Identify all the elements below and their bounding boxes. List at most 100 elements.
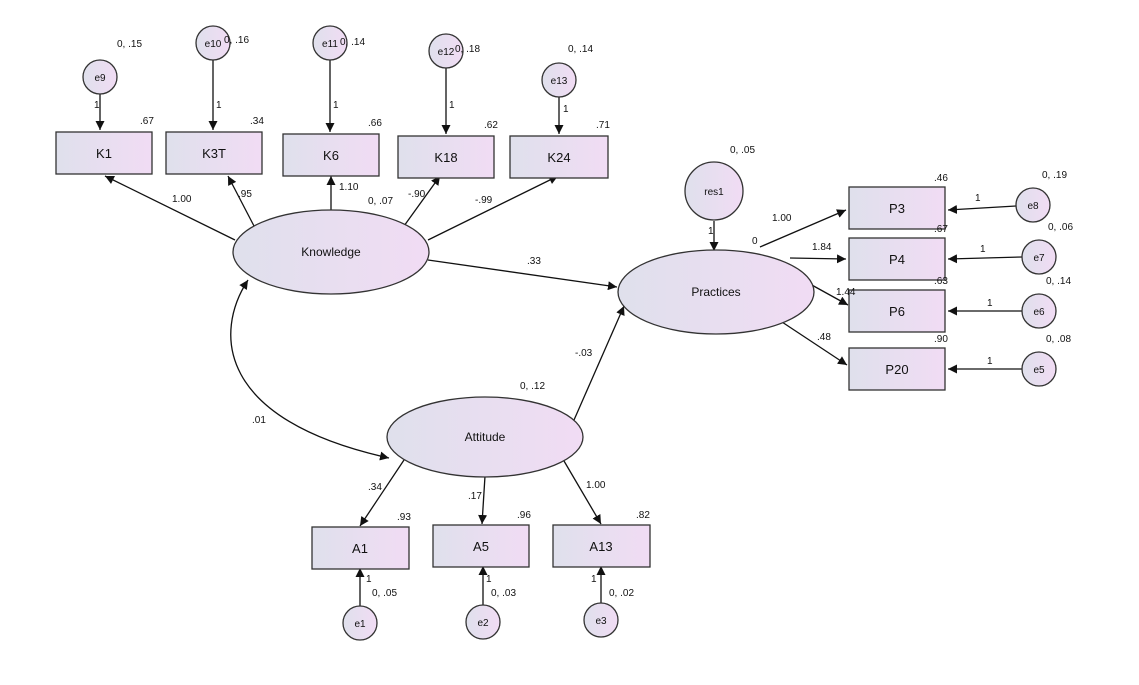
error-variance-e13: 0, .14 — [568, 44, 593, 55]
residual-node-res1[interactable] — [684, 161, 744, 221]
loading-a13: 1.00 — [586, 480, 606, 491]
error-node-e13[interactable] — [541, 62, 577, 98]
indicator-box-p6[interactable] — [848, 289, 946, 333]
error-path-e1: 1 — [366, 574, 372, 585]
error-node-e7[interactable] — [1021, 239, 1057, 275]
error-path-e8: 1 — [975, 193, 981, 204]
loading-k18: -.90 — [408, 189, 426, 200]
edge-e7-p4 — [947, 254, 1023, 264]
variance-attitude: 0, .12 — [520, 381, 545, 392]
variance-res1: 0, .05 — [730, 145, 755, 156]
error-label-e8: e8 — [1027, 201, 1039, 212]
error-variance-e6: 0, .14 — [1046, 276, 1071, 287]
indicator-box-k3t[interactable] — [165, 131, 263, 175]
edge-practices-p6 — [809, 283, 849, 306]
loading-p6: 1.44 — [836, 287, 856, 298]
indicator-box-a13[interactable] — [552, 524, 651, 568]
error-label-e5: e5 — [1033, 365, 1045, 376]
indicator-label-k18: K18 — [434, 150, 457, 165]
edge-knowledge-k1 — [104, 175, 236, 241]
error-path-e5: 1 — [987, 356, 993, 367]
edge-practices-p3 — [759, 209, 847, 248]
path-knowledge-practices: .33 — [527, 256, 541, 267]
indicator-box-p4[interactable] — [848, 237, 946, 281]
error-variance-e11: 0, .14 — [340, 37, 365, 48]
path-attitude-practices: -.03 — [575, 348, 593, 359]
error-variance-e10: 0, .16 — [224, 35, 249, 46]
indicator-box-k18[interactable] — [397, 135, 495, 179]
indicator-box-a5[interactable] — [432, 524, 530, 568]
error-label-e2: e2 — [477, 618, 489, 629]
error-path-e13: 1 — [563, 104, 569, 115]
latent-practices[interactable] — [617, 249, 815, 335]
r2-a13: .82 — [636, 510, 650, 521]
error-path-e10: 1 — [216, 100, 222, 111]
loading-k24: -.99 — [475, 195, 493, 206]
error-path-e12: 1 — [449, 100, 455, 111]
error-node-e6[interactable] — [1021, 293, 1057, 329]
error-variance-e7: 0, .06 — [1048, 222, 1073, 233]
loading-a5: .17 — [468, 491, 482, 502]
edge-knowledge-practices — [427, 259, 618, 291]
edge-cov-knowledge-attitude — [230, 279, 390, 461]
indicator-box-p3[interactable] — [848, 186, 946, 230]
indicator-box-p20[interactable] — [848, 347, 946, 391]
error-path-e7: 1 — [980, 244, 986, 255]
error-node-e5[interactable] — [1021, 351, 1057, 387]
error-label-e9: e9 — [94, 73, 106, 84]
indicator-label-k6: K6 — [323, 148, 339, 163]
error-node-e9[interactable] — [82, 59, 118, 95]
error-path-e3: 1 — [591, 574, 597, 585]
error-label-e11: e11 — [322, 39, 338, 50]
error-path-e11: 1 — [333, 100, 339, 111]
latent-label-knowledge: Knowledge — [301, 245, 361, 259]
indicator-box-k1[interactable] — [55, 131, 153, 175]
loading-p4: 1.84 — [812, 242, 832, 253]
indicator-box-k24[interactable] — [509, 135, 609, 179]
error-path-e2: 1 — [486, 574, 492, 585]
edge-practices-p20 — [781, 321, 848, 366]
error-label-e7: e7 — [1033, 253, 1045, 264]
indicator-label-a5: A5 — [473, 539, 489, 554]
latent-attitude[interactable] — [386, 396, 584, 478]
latent-knowledge[interactable] — [232, 209, 430, 295]
indicator-label-p3: P3 — [889, 201, 905, 216]
error-variance-e9: 0, .15 — [117, 39, 142, 50]
r2-p4: .67 — [934, 224, 948, 235]
loading-k6: 1.10 — [339, 182, 359, 193]
error-label-e3: e3 — [595, 616, 607, 627]
latent-label-practices: Practices — [691, 285, 740, 299]
covariance-knowledge-attitude: .01 — [252, 415, 266, 426]
indicator-box-a1[interactable] — [311, 526, 410, 570]
r2-k24: .71 — [596, 120, 610, 131]
edge-attitude-a5 — [478, 475, 488, 525]
variance-knowledge: 0, .07 — [368, 196, 393, 207]
latent-label-attitude: Attitude — [465, 430, 506, 444]
indicator-label-k3t: K3T — [202, 146, 226, 161]
error-label-e12: e12 — [438, 47, 455, 58]
error-label-e10: e10 — [205, 39, 222, 50]
r2-p20: .90 — [934, 334, 948, 345]
edge-e8-p3 — [947, 204, 1017, 214]
edge-attitude-practices — [573, 305, 625, 421]
r2-k3t: .34 — [250, 116, 264, 127]
edge-knowledge-k24 — [427, 175, 559, 241]
indicator-label-a13: A13 — [589, 539, 612, 554]
edge-attitude-a13 — [563, 460, 602, 525]
loading-a1: .34 — [368, 482, 382, 493]
error-node-e12[interactable] — [428, 33, 464, 69]
error-node-e8[interactable] — [1015, 187, 1051, 223]
error-variance-e1: 0, .05 — [372, 588, 397, 599]
intercept-practices: 0 — [752, 236, 758, 247]
error-node-e10[interactable] — [195, 25, 231, 61]
indicator-box-k6[interactable] — [282, 133, 380, 177]
residual-label-res1: res1 — [704, 187, 724, 198]
error-node-e2[interactable] — [465, 604, 501, 640]
error-node-e1[interactable] — [342, 605, 378, 641]
loading-p20: .48 — [817, 332, 831, 343]
r2-k6: .66 — [368, 118, 382, 129]
error-variance-e3: 0, .02 — [609, 588, 634, 599]
error-node-e3[interactable] — [583, 602, 619, 638]
error-node-e11[interactable] — [312, 25, 348, 61]
